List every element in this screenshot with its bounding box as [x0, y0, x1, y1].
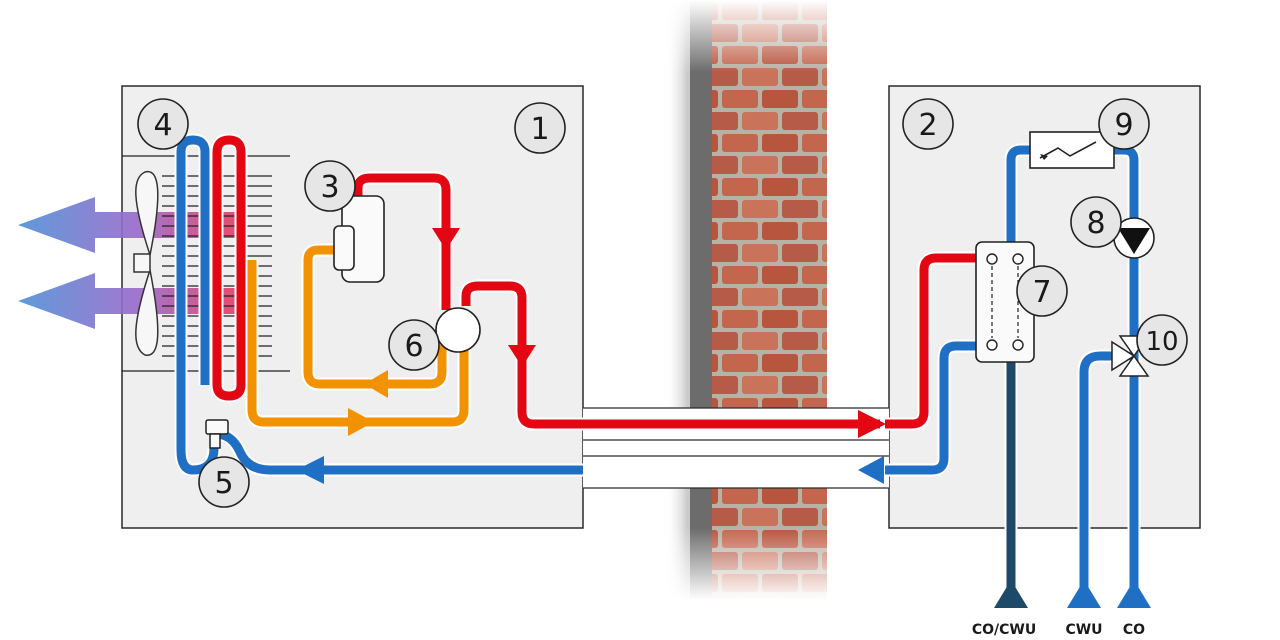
- outlet-label-co-cwu: CO/CWU: [972, 622, 1036, 638]
- arrow-left-cold-2: [858, 456, 884, 484]
- indoor-pipes: [885, 143, 1141, 588]
- label-heater: 9: [1114, 108, 1133, 143]
- outlet-markers: [994, 580, 1151, 608]
- outlet-co-cwu-marker: [994, 580, 1028, 608]
- four-way-valve-icon: [435, 307, 481, 353]
- label-evaporator: 4: [153, 108, 172, 143]
- wall: [660, 0, 840, 600]
- compressor-icon: [333, 195, 385, 283]
- arrow-right-warm: [348, 408, 374, 436]
- label-pump: 8: [1086, 206, 1105, 241]
- label-unit-2: 2: [918, 108, 937, 143]
- label-expansion-valve: 5: [214, 466, 233, 501]
- pipe-cwu: [1079, 351, 1116, 588]
- heater-icon: [1029, 131, 1115, 169]
- arrow-left-cold: [296, 456, 324, 484]
- label-unit-1: 1: [530, 112, 549, 147]
- arrow-right-hot: [858, 410, 886, 438]
- air-flow-arrows: [18, 197, 240, 329]
- expansion-valve-icon: [205, 419, 229, 449]
- label-four-way-valve: 6: [404, 329, 423, 364]
- flow-arrows: [296, 228, 886, 484]
- outdoor-pipes: [174, 133, 880, 477]
- label-compressor: 3: [320, 170, 339, 205]
- plate-exchanger-icon: [975, 241, 1035, 363]
- outlet-cwu-marker: [1067, 580, 1101, 608]
- arrow-down-hot-2: [508, 345, 536, 367]
- fan-icon: [133, 170, 159, 356]
- outlet-label-co: CO: [1123, 622, 1145, 638]
- pipe-co: [1112, 145, 1139, 588]
- arrow-left-warm: [364, 370, 388, 398]
- cold-pipe-indoor: [885, 341, 976, 475]
- outlet-label-cwu: CWU: [1065, 622, 1102, 638]
- pump-icon: [1113, 217, 1155, 259]
- label-circles: [137, 98, 1188, 508]
- supply-pipe-co-cwu: [1006, 145, 1032, 242]
- arrow-down-hot: [432, 228, 460, 250]
- condenser-coil: [212, 135, 246, 401]
- outlet-co-marker: [1117, 580, 1151, 608]
- label-plate-exchanger: 7: [1032, 275, 1051, 310]
- label-three-way-valve: 10: [1145, 327, 1178, 357]
- hot-pipe-indoor: [885, 253, 976, 429]
- hot-pipe-outdoor: [353, 173, 451, 310]
